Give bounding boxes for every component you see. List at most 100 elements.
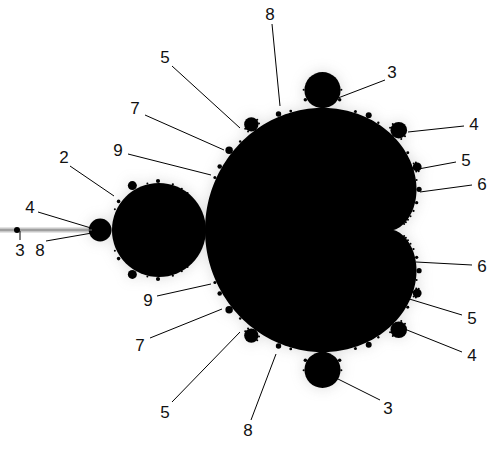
sub-bulb — [418, 288, 420, 290]
sub-bulb — [392, 335, 394, 337]
sub-bulb — [244, 330, 246, 332]
bulb — [156, 179, 160, 183]
bulb — [377, 336, 379, 338]
leader-line — [70, 166, 114, 196]
sub-bulb — [411, 167, 413, 169]
bulb — [410, 243, 412, 245]
bulb — [407, 239, 409, 241]
bulb — [239, 317, 242, 320]
bulb — [412, 248, 414, 250]
sub-bulb — [415, 287, 417, 289]
callout-number: 4 — [467, 347, 476, 364]
sub-bulb — [256, 339, 258, 341]
sub-bulb — [411, 290, 413, 292]
sub-bulb — [318, 108, 327, 117]
bulb — [390, 321, 407, 338]
bulb — [412, 210, 414, 212]
sub-bulb — [389, 331, 391, 333]
leader-line — [251, 354, 276, 420]
sub-bulb — [389, 127, 391, 129]
sub-bulb — [321, 108, 323, 110]
bulb — [405, 237, 407, 239]
bulb — [181, 270, 183, 272]
bulb — [117, 200, 121, 204]
sub-bulb — [244, 330, 246, 332]
sub-bulb — [392, 135, 394, 137]
sub-bulb — [255, 130, 259, 134]
bulb — [406, 151, 409, 154]
sub-bulb — [413, 295, 415, 297]
callout-number: 8 — [265, 6, 274, 23]
sub-bulb — [255, 129, 257, 131]
bulb — [225, 306, 232, 313]
bulb — [156, 277, 160, 281]
callout-number: 5 — [160, 49, 169, 66]
bulb — [366, 342, 372, 348]
sub-bulb — [413, 163, 415, 165]
main-cardioid — [205, 108, 417, 352]
bulb — [244, 328, 258, 342]
sub-bulb — [404, 135, 406, 137]
bulb — [146, 182, 148, 184]
bulb — [181, 188, 183, 190]
bulb — [289, 110, 292, 113]
bulb — [239, 317, 242, 320]
bulb — [416, 187, 421, 192]
bulb — [217, 291, 222, 296]
callout-number: 8 — [243, 422, 252, 439]
bulb — [244, 328, 258, 342]
sub-bulb — [392, 323, 394, 325]
sub-bulb — [318, 108, 327, 117]
bulb — [407, 219, 409, 221]
bulb — [415, 201, 418, 204]
bulb — [128, 270, 137, 279]
leader-line — [46, 233, 92, 241]
sub-bulb — [392, 323, 394, 325]
bulb — [172, 183, 174, 185]
bulb — [415, 256, 418, 259]
callout-number: 8 — [35, 242, 44, 259]
sub-bulb — [256, 119, 258, 121]
bulb — [304, 352, 340, 388]
leader-line — [128, 154, 211, 175]
sub-bulb — [411, 290, 413, 292]
sub-bulb — [412, 167, 414, 169]
bulb — [225, 306, 232, 313]
sub-bulb — [400, 138, 402, 140]
callout-number: 5 — [160, 404, 169, 421]
bulb — [117, 200, 121, 204]
callout-number: 3 — [383, 400, 392, 417]
sub-bulb — [304, 359, 307, 362]
bulb — [89, 219, 112, 242]
bulb — [172, 183, 174, 185]
bulb — [217, 291, 222, 296]
bulb — [412, 248, 414, 250]
bulb — [403, 223, 405, 225]
bulb — [366, 342, 372, 348]
bulb — [276, 343, 281, 348]
sub-bulb — [392, 123, 394, 125]
sub-bulb — [412, 167, 414, 169]
sub-bulb — [400, 320, 402, 322]
sub-bulb — [318, 343, 327, 352]
bulb — [217, 164, 222, 169]
mini-brot — [14, 227, 20, 233]
bulb — [416, 179, 418, 181]
bulb — [366, 112, 372, 118]
sub-bulb — [340, 369, 342, 371]
bulb — [416, 279, 418, 281]
sub-bulb — [392, 135, 394, 137]
sub-bulb — [255, 327, 259, 331]
bulb — [89, 219, 112, 242]
bulb — [410, 215, 412, 217]
sub-bulb — [415, 287, 417, 289]
sub-bulb — [415, 161, 417, 163]
sub-bulb — [255, 329, 257, 331]
bulb — [276, 343, 281, 348]
leader-line — [157, 284, 211, 296]
sub-bulb — [321, 350, 323, 352]
leader-line — [150, 309, 222, 338]
bulb — [213, 281, 216, 284]
set-haze — [89, 72, 422, 388]
sub-bulb — [415, 297, 417, 299]
